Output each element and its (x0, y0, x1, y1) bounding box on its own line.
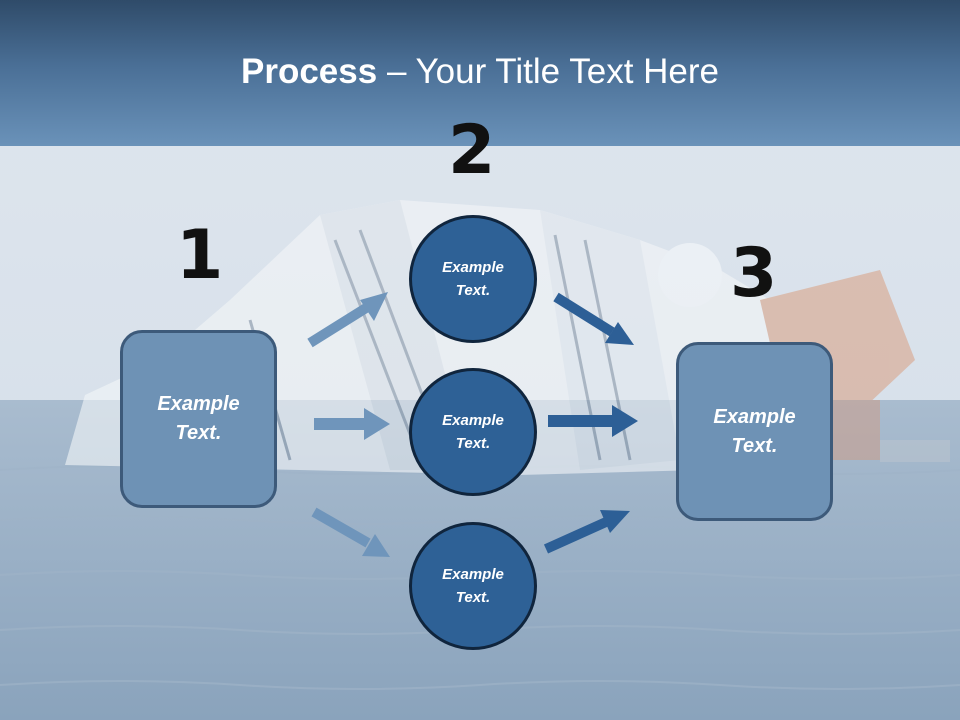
arrow-left-to-middle (314, 408, 390, 440)
circle-bottom: Example Text. (409, 522, 537, 650)
left-text-box: Example Text. (120, 330, 277, 508)
slide-title: Process – Your Title Text Here (0, 52, 960, 92)
arrow-bottom-to-right (543, 510, 630, 554)
title-bold: Process (241, 52, 378, 91)
circle-top: Example Text. (409, 215, 537, 343)
right-text-box: Example Text. (676, 342, 833, 521)
arrow-middle-to-right (548, 405, 638, 437)
arrow-left-to-bottom (311, 507, 390, 557)
arrow-left-to-top (307, 292, 388, 348)
step-number-3: 3 (730, 234, 778, 313)
circle-middle: Example Text. (409, 368, 537, 496)
title-banner (0, 0, 960, 146)
step-number-1: 1 (176, 216, 224, 295)
step-number-2: 2 (448, 111, 496, 190)
title-rest: – Your Title Text Here (377, 52, 719, 91)
arrow-top-to-right (553, 292, 634, 345)
